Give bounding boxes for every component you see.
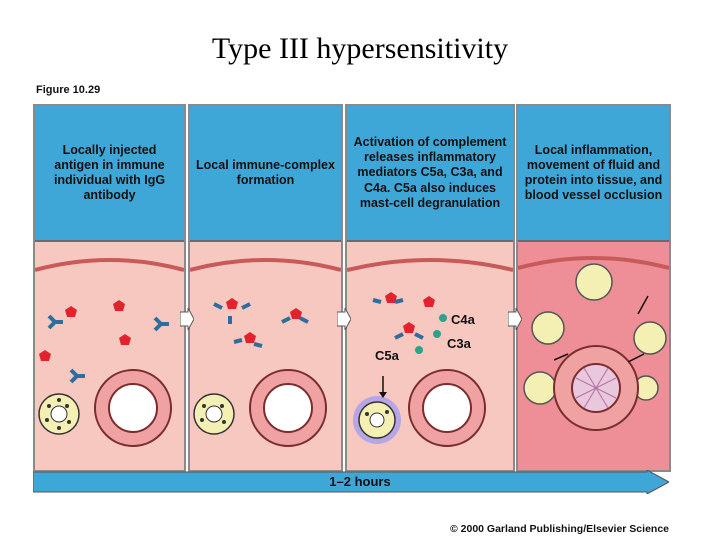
stage-arrow-1	[180, 308, 194, 330]
stage-2-caption: Local immune-complex formation	[196, 157, 335, 187]
stage-3-caption: Activation of complement releases inflam…	[353, 134, 507, 210]
stage-3-panel: Activation of complement releases inflam…	[345, 104, 515, 472]
degranulating-mast-cell	[353, 396, 401, 444]
c5a-arrowhead	[379, 392, 387, 398]
stage-4-caption: Local inflammation, movement of fluid an…	[524, 142, 663, 203]
immune-complexes	[372, 292, 435, 340]
c4a-label: C4a	[451, 312, 475, 327]
stage-1-caption: Locally injected antigen in immune indiv…	[53, 142, 166, 203]
c5a-label: C5a	[375, 348, 399, 363]
blood-vessel	[94, 369, 172, 447]
mast-cell	[193, 393, 235, 435]
stage-3-illustration	[347, 258, 513, 447]
tissue-border	[347, 258, 513, 272]
stage-4-panel: Local inflammation, movement of fluid an…	[516, 104, 671, 472]
tissue-border	[190, 258, 341, 272]
tissue-border	[518, 256, 669, 270]
copyright-notice: © 2000 Garland Publishing/Elsevier Scien…	[450, 523, 669, 535]
stage-2-caption-box: Local immune-complex formation	[190, 106, 341, 242]
stage-1-caption-box: Locally injected antigen in immune indiv…	[35, 106, 184, 242]
inflammatory-cells	[523, 263, 667, 405]
mast-cell	[38, 393, 80, 435]
stage-2-panel: Local immune-complex formation	[188, 104, 343, 472]
fluid-movement-arrows	[553, 295, 649, 363]
stage-1-panel: Locally injected antigen in immune indiv…	[33, 104, 186, 472]
figure-label: Figure 10.29	[36, 84, 101, 96]
stage-arrow-2	[337, 308, 351, 330]
stage-4-caption-box: Local inflammation, movement of fluid an…	[518, 106, 669, 242]
tissue-border	[35, 258, 184, 272]
immune-complexes	[213, 298, 309, 348]
slide-title: Type III hypersensitivity	[211, 32, 509, 65]
occluded-blood-vessel	[553, 345, 639, 431]
blood-vessel	[408, 369, 486, 447]
timeline-label: 1–2 hours	[329, 474, 391, 489]
stage-1-illustration	[35, 258, 184, 447]
c3a-label: C3a	[447, 336, 471, 351]
timeline-arrow	[33, 470, 669, 494]
complement-fragments	[415, 314, 447, 354]
stage-4-illustration	[518, 242, 669, 470]
blood-vessel	[249, 369, 327, 447]
stage-arrow-3	[508, 308, 522, 330]
stage-2-illustration	[190, 258, 341, 447]
antigen-molecules	[39, 300, 131, 361]
stage-3-caption-box: Activation of complement releases inflam…	[347, 106, 513, 242]
